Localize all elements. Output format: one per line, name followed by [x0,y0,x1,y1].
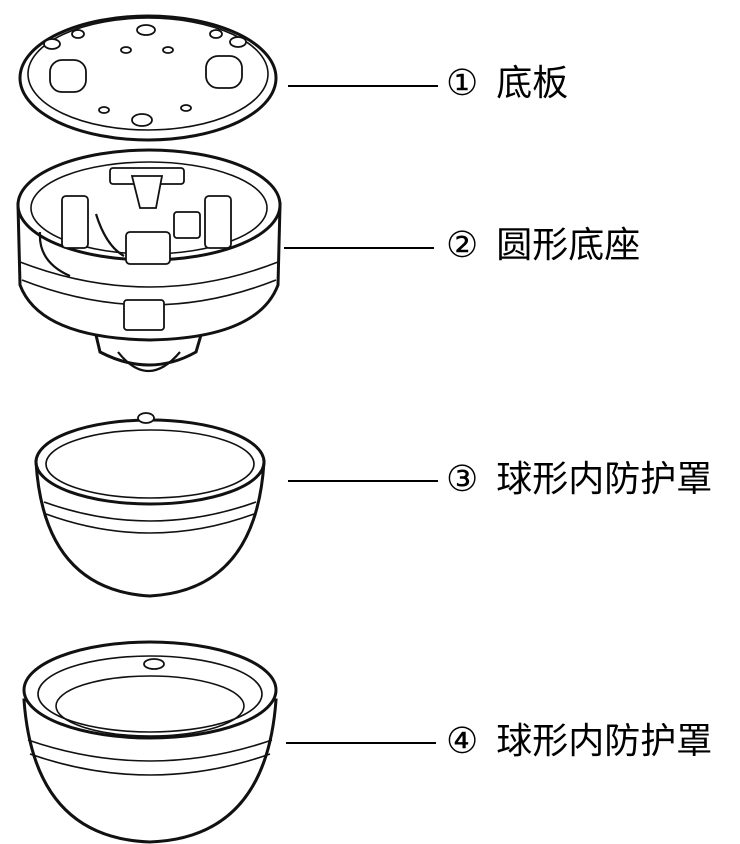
inner-dome-cover-3-drawing [34,412,266,598]
label-inner-cover-3: ③ 球形内防护罩 [446,460,712,500]
part-name: 圆形底座 [496,225,641,266]
part-number: ② [446,225,479,266]
part-number: ④ [446,721,479,762]
label-round-base: ② 圆形底座 [446,226,640,266]
label-inner-cover-4: ④ 球形内防护罩 [446,722,712,762]
inner-dome-cover-4-drawing [22,640,278,844]
part-number: ③ [446,459,479,500]
part-name: 底板 [496,63,569,104]
part-name: 球形内防护罩 [496,459,713,500]
label-base-plate: ① 底板 [446,64,568,104]
round-base-drawing [16,148,282,373]
part-name: 球形内防护罩 [496,721,713,762]
part-number: ① [446,63,479,104]
base-plate-drawing [18,14,278,142]
